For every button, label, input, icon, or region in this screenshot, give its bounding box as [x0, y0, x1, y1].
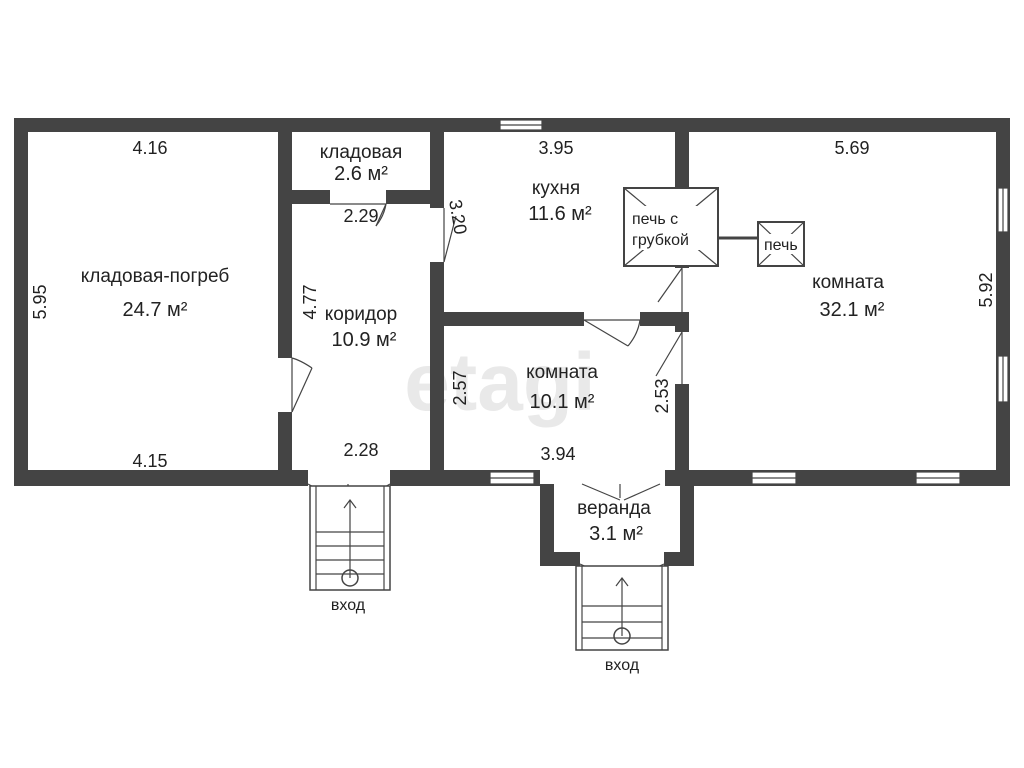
dim-cellar-left: 5.95 [30, 284, 50, 319]
room-veranda-name: веранда [577, 498, 651, 519]
stove-chimney-label-1: печь с [632, 211, 678, 228]
entrance-left-label: вход [331, 597, 366, 614]
windows [489, 119, 1009, 485]
dim-kitchen-top: 3.95 [538, 138, 573, 158]
room-veranda-area: 3.1 м² [589, 523, 643, 545]
stairs-right [575, 565, 669, 651]
stove: печь [757, 221, 805, 267]
dim-corridor-left: 4.77 [300, 284, 320, 319]
room-corridor-name: коридор [325, 304, 398, 325]
room-pantry-name: кладовая [320, 142, 403, 163]
room-kitchen-name: кухня [532, 178, 580, 199]
dim-small-bottom: 3.94 [540, 444, 575, 464]
room-large-area: 32.1 м² [820, 299, 885, 321]
stairs-left [309, 485, 391, 591]
room-kitchen-area: 11.6 м² [528, 203, 592, 225]
stove-chimney: печь с грубкой [623, 187, 719, 267]
dim-large-top: 5.69 [834, 138, 869, 158]
dim-small-right: 2.53 [652, 378, 672, 413]
room-cellar-area: 24.7 м² [123, 299, 188, 321]
stove-chimney-label-2: грубкой [632, 232, 689, 249]
entrance-right-label: вход [605, 657, 640, 674]
dim-large-right: 5.92 [976, 272, 996, 307]
dim-small-left: 2.57 [450, 370, 470, 405]
room-small-area: 10.1 м² [530, 391, 595, 413]
room-large-name: комната [812, 272, 884, 293]
dim-cellar-top: 4.16 [132, 138, 167, 158]
dim-corridor-door: 3.20 [445, 198, 471, 236]
stove-label: печь [764, 237, 798, 254]
dim-cellar-bottom: 4.15 [132, 451, 167, 471]
room-pantry-area: 2.6 м² [334, 163, 388, 185]
room-cellar-name: кладовая-погреб [81, 266, 230, 287]
room-corridor-area: 10.9 м² [332, 329, 397, 351]
dim-corridor-bottom: 2.28 [343, 440, 378, 460]
room-small-name: комната [526, 362, 598, 383]
dim-pantry-bottom: 2.29 [343, 206, 378, 226]
